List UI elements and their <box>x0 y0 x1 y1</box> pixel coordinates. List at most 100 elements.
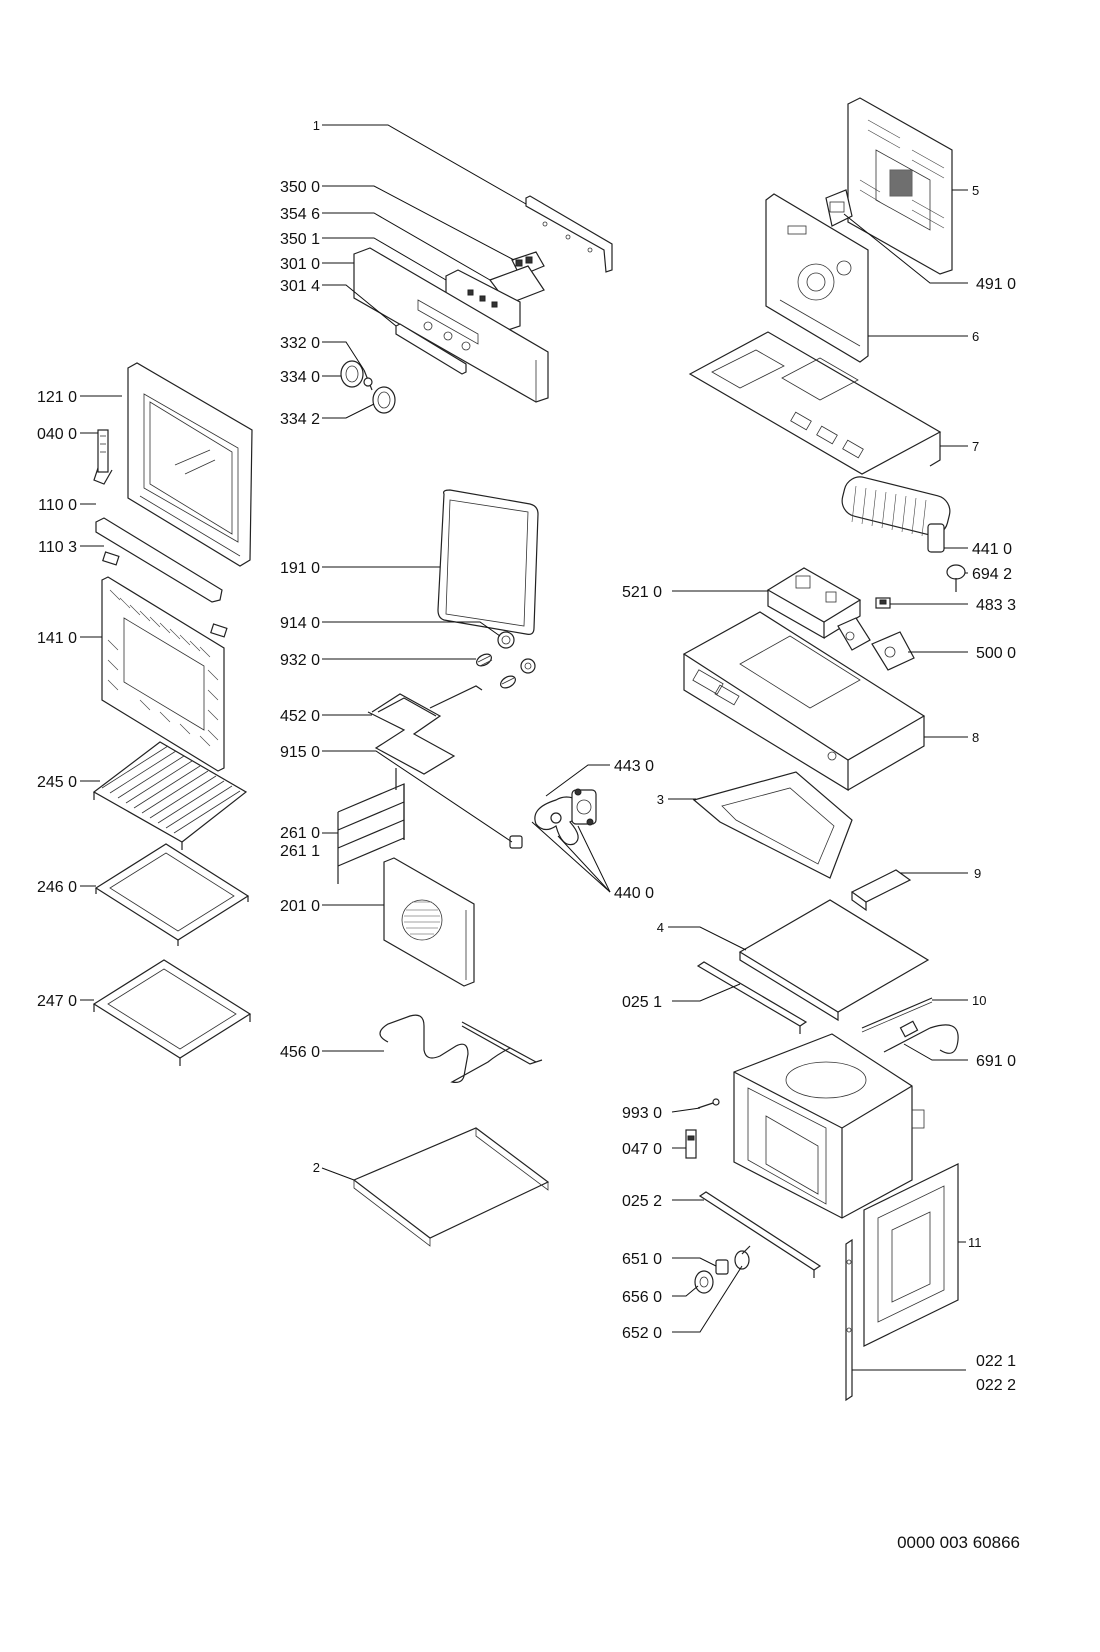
callout-651-0: 651 0 <box>622 1251 662 1268</box>
callout-025-1: 025 1 <box>622 994 662 1011</box>
callout-022-2: 022 2 <box>976 1377 1016 1394</box>
callout-110-3: 110 3 <box>38 539 77 556</box>
callout-047-0: 047 0 <box>622 1141 662 1158</box>
hinge-receiver-047 <box>685 1129 697 1159</box>
lamp-cover-914 <box>497 631 515 649</box>
deep-tray <box>92 959 252 1066</box>
callout-443-0: 443 0 <box>614 758 654 775</box>
callout-932-0: 932 0 <box>280 652 320 669</box>
callout-labels-right: 5 491 0 6 7 441 0 694 2 521 0 483 3 500 … <box>622 183 1016 1394</box>
control-bracket <box>525 195 613 273</box>
bracket-9 <box>850 869 912 912</box>
callout-6: 6 <box>972 329 979 344</box>
lamp-holders <box>476 653 536 689</box>
callout-301-4: 301 4 <box>280 278 320 295</box>
callout-350-0: 350 0 <box>280 179 320 196</box>
callout-110-0: 110 0 <box>38 497 77 514</box>
callout-354-6: 354 6 <box>280 206 320 223</box>
callout-332-0: 332 0 <box>280 335 320 352</box>
callout-914-0: 914 0 <box>280 615 320 632</box>
bushing-651 <box>715 1259 729 1275</box>
callout-656-0: 656 0 <box>622 1289 662 1306</box>
callout-141-0: 141 0 <box>37 630 77 647</box>
shelf-runners <box>337 768 405 884</box>
callout-500-0: 500 0 <box>976 645 1016 662</box>
callout-10: 10 <box>972 993 986 1008</box>
callout-301-0: 301 0 <box>280 256 320 273</box>
top-plate-4 <box>738 899 930 1022</box>
callout-452-0: 452 0 <box>280 708 320 725</box>
callout-5: 5 <box>972 183 979 198</box>
pin-993 <box>697 1098 720 1109</box>
callout-040-0: 040 0 <box>37 426 77 443</box>
fan-motor <box>571 788 597 826</box>
tangential-fan <box>841 476 951 553</box>
thermostat-694 <box>946 564 966 592</box>
switch-483 <box>875 597 891 609</box>
callout-245-0: 245 0 <box>37 774 77 791</box>
callout-521-0: 521 0 <box>622 584 662 601</box>
callout-191-0: 191 0 <box>280 560 320 577</box>
callout-labels-middle: 1 350 0 354 6 350 1 301 0 301 4 332 0 33… <box>280 118 654 1175</box>
callout-025-2: 025 2 <box>622 1193 662 1210</box>
callout-441-0: 441 0 <box>972 541 1012 558</box>
knob-656 <box>694 1270 714 1294</box>
callout-456-0: 456 0 <box>280 1044 320 1061</box>
leader-lines <box>80 124 968 1371</box>
rear-cover-panel <box>847 97 953 275</box>
callout-261-0: 261 0 <box>280 825 320 842</box>
fan-cover <box>383 857 475 987</box>
callout-915-0: 915 0 <box>280 744 320 761</box>
sensor-691 <box>883 1020 959 1054</box>
callout-4: 4 <box>657 920 664 935</box>
callout-7: 7 <box>972 439 979 454</box>
callout-350-1: 350 1 <box>280 231 320 248</box>
door-seal-gasket <box>437 489 539 635</box>
oven-bottom-panel <box>352 1127 550 1247</box>
knob-652 <box>734 1245 751 1270</box>
door-hinge <box>93 429 113 485</box>
callout-247-0: 247 0 <box>37 993 77 1010</box>
callout-694-2: 694 2 <box>972 566 1012 583</box>
callout-652-0: 652 0 <box>622 1325 662 1342</box>
callout-022-1: 022 1 <box>976 1353 1016 1370</box>
fan-nut <box>509 835 523 849</box>
hinge-strip-022 <box>845 1238 853 1402</box>
oven-door-frame <box>127 362 253 567</box>
callout-440-0: 440 0 <box>614 885 654 902</box>
callout-9: 9 <box>974 866 981 881</box>
bottom-heating-element <box>379 1014 543 1083</box>
callout-261-1: 261 1 <box>280 843 320 860</box>
callout-8: 8 <box>972 730 979 745</box>
control-knob-spindle <box>363 369 373 391</box>
control-panel-fascia <box>353 247 549 403</box>
callout-labels-left: 121 0 040 0 110 0 110 3 141 0 245 0 246 … <box>37 389 77 1010</box>
control-knob-2 <box>372 386 396 414</box>
strip-10 <box>861 997 933 1033</box>
top-heating-element <box>367 685 483 775</box>
door-handle-bar <box>95 517 223 603</box>
callout-246-0: 246 0 <box>37 879 77 896</box>
control-board-521 <box>766 567 862 640</box>
callout-491-0: 491 0 <box>976 276 1016 293</box>
wire-shelf <box>92 741 248 850</box>
callout-691-0: 691 0 <box>976 1053 1016 1070</box>
callout-11: 11 <box>968 1235 982 1250</box>
callout-121-0: 121 0 <box>37 389 77 406</box>
top-cover <box>688 331 942 475</box>
door-frame-11 <box>863 1163 959 1347</box>
bracket-3 <box>692 771 853 879</box>
relay-block-500 <box>837 617 915 671</box>
callout-483-3: 483 3 <box>976 597 1016 614</box>
fascia-trim-strip <box>395 323 467 375</box>
electronic-module <box>489 251 545 305</box>
callout-334-2: 334 2 <box>280 411 320 428</box>
fan-housing-bracket <box>825 189 853 227</box>
side-rail-0251 <box>696 961 808 1034</box>
callout-3: 3 <box>657 792 664 807</box>
callout-993-0: 993 0 <box>622 1105 662 1122</box>
callout-201-0: 201 0 <box>280 898 320 915</box>
callout-1: 1 <box>313 118 320 133</box>
rear-panel <box>765 193 869 363</box>
